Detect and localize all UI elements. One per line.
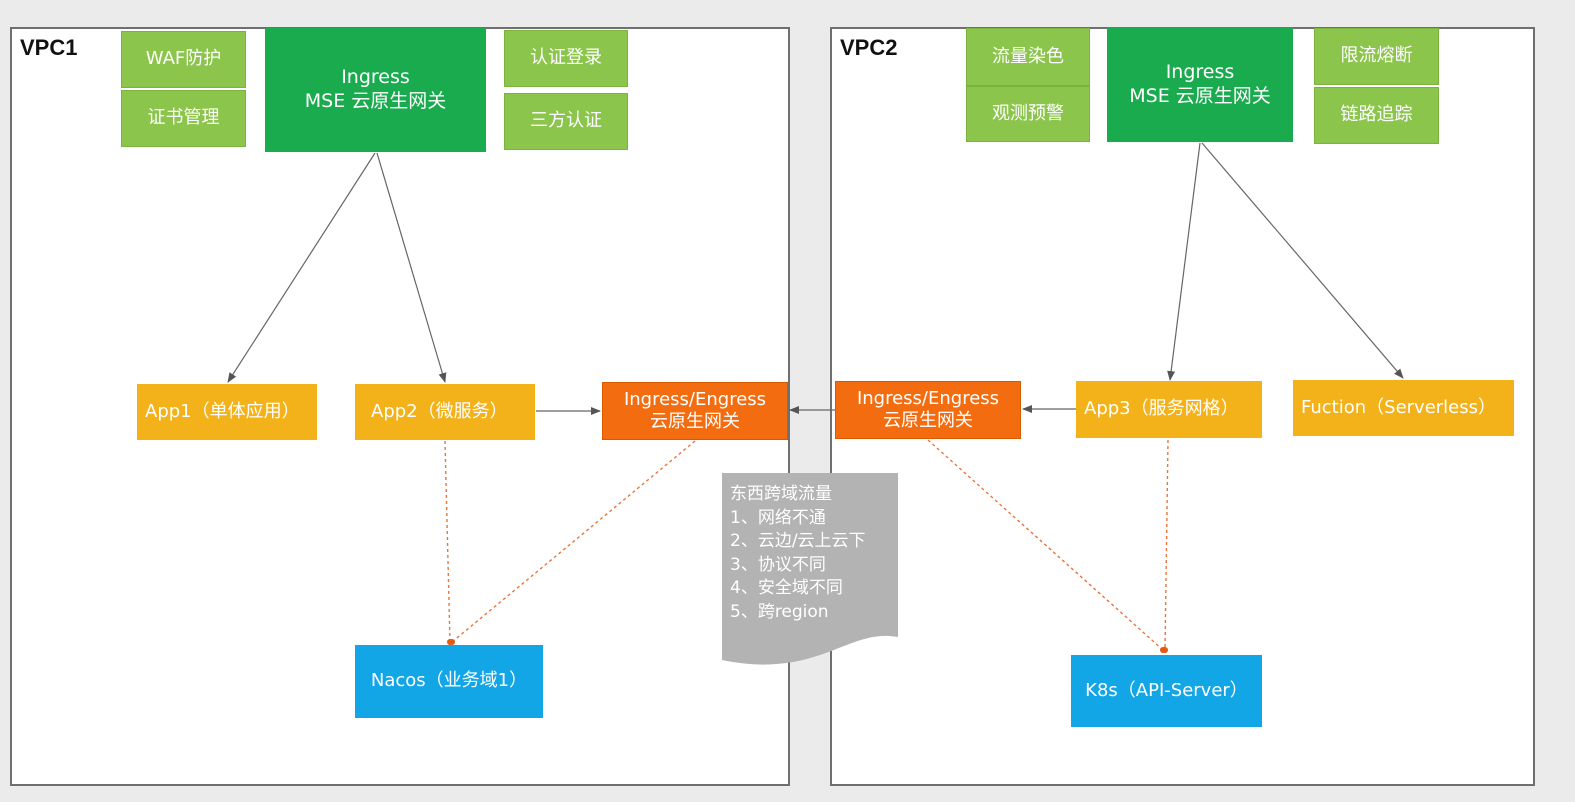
vpc2-k8s-api-server: K8s（API-Server） bbox=[1071, 655, 1262, 727]
vpc1-feature-cert: 证书管理 bbox=[121, 90, 246, 147]
vpc1-gateway-line1: Ingress bbox=[341, 66, 410, 89]
vpc2-label: VPC2 bbox=[840, 35, 898, 60]
note-item-4: 4、安全域不同 bbox=[730, 578, 843, 598]
vpc2-feature-traffic-coloring: 流量染色 bbox=[966, 28, 1090, 86]
vpc1-label: VPC1 bbox=[20, 35, 78, 60]
note-item-3: 3、协议不同 bbox=[730, 554, 826, 575]
vpc2-function: Fuction（Serverless） bbox=[1293, 380, 1514, 436]
vpc1-feature-auth-login: 认证登录 bbox=[504, 30, 628, 87]
vpc2-feature-tracing: 链路追踪 bbox=[1314, 87, 1439, 144]
vpc2-app3: App3（服务网格） bbox=[1076, 381, 1262, 438]
vpc2-edge-gateway: Ingress/Engress 云原生网关 bbox=[835, 381, 1021, 439]
vpc1-gateway-line2: MSE 云原生网关 bbox=[304, 90, 447, 112]
vpc1-feature-third-party-auth: 三方认证 bbox=[504, 93, 628, 150]
vpc2-gateway-line1: Ingress bbox=[1165, 60, 1235, 83]
vpc2-feature-observability-alert: 观测预警 bbox=[966, 86, 1090, 142]
vpc1-app2: App2（微服务） bbox=[355, 384, 535, 440]
vpc2-gateway-line2: MSE 云原生网关 bbox=[1129, 84, 1271, 107]
vpc1-edge-gateway: Ingress/Engress 云原生网关 bbox=[602, 382, 788, 440]
cross-domain-note: 东西跨域流量 1、网络不通 2、云边/云上云下 3、协议不同 4、安全域不同 5… bbox=[730, 483, 866, 624]
note-item-1: 1、网络不通 bbox=[730, 507, 826, 528]
vpc1-mse-gateway: Ingress MSE 云原生网关 bbox=[265, 28, 486, 152]
note-item-5: 5、跨region bbox=[730, 601, 829, 622]
note-title: 东西跨域流量 bbox=[730, 484, 832, 504]
vpc1-feature-waf: WAF防护 bbox=[121, 31, 246, 88]
note-item-2: 2、云边/云上云下 bbox=[730, 531, 866, 551]
vpc1-app1: App1（单体应用） bbox=[137, 384, 317, 440]
vpc1-nacos-registry: Nacos（业务域1） bbox=[355, 645, 543, 718]
vpc2-feature-rate-limit: 限流熔断 bbox=[1314, 28, 1439, 85]
vpc2-mse-gateway: Ingress MSE 云原生网关 bbox=[1107, 27, 1293, 142]
